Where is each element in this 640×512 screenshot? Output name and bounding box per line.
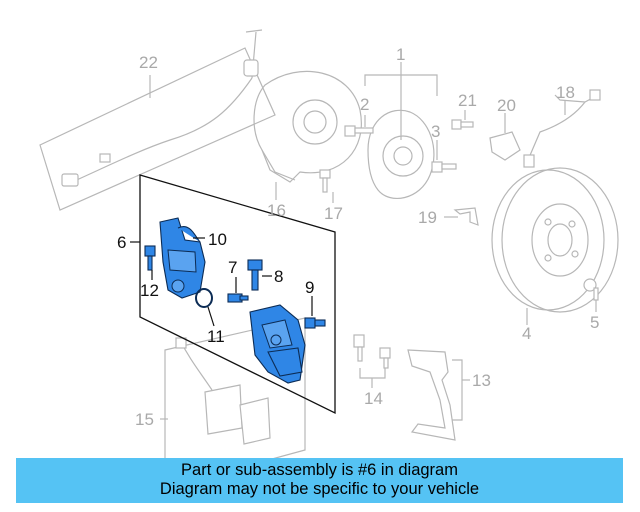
callout-13: 13 xyxy=(472,371,491,390)
banner-line-1: Part or sub-assembly is #6 in diagram xyxy=(181,461,458,479)
callout-12: 12 xyxy=(140,281,159,300)
callout-10: 10 xyxy=(208,230,227,249)
part-3-bolt xyxy=(431,140,457,173)
callout-11: 11 xyxy=(207,327,225,346)
callout-16: 16 xyxy=(267,201,286,220)
callout-17: 17 xyxy=(324,204,343,223)
part-9-bolt xyxy=(304,296,326,329)
part-19-clip xyxy=(444,207,479,226)
callout-19: 19 xyxy=(418,208,437,227)
callout-22: 22 xyxy=(139,53,158,72)
callout-14: 14 xyxy=(364,389,383,408)
callout-9: 9 xyxy=(305,278,314,297)
part-1-hub xyxy=(364,62,438,199)
part-7-bleeder xyxy=(227,277,249,303)
callout-1: 1 xyxy=(396,45,405,64)
part-12-bolt xyxy=(144,245,156,280)
callout-8: 8 xyxy=(274,267,283,286)
part-16-dust-shield xyxy=(253,70,362,200)
part-13-bracket xyxy=(407,349,470,441)
part-8-guide-pin xyxy=(247,259,272,291)
callout-3: 3 xyxy=(431,122,440,141)
callout-21: 21 xyxy=(458,91,477,110)
callout-7: 7 xyxy=(228,258,237,277)
callout-2: 2 xyxy=(360,95,369,114)
callout-15: 15 xyxy=(135,410,154,429)
part-22-sensor-panel xyxy=(39,29,276,211)
part-17-bolt xyxy=(319,169,334,203)
callout-6: 6 xyxy=(117,233,126,252)
part-20-sensor xyxy=(489,113,521,161)
callout-4: 4 xyxy=(522,324,531,343)
part-4-brake-disc xyxy=(491,167,619,325)
part-2-bolt xyxy=(344,115,374,137)
part-5-screw xyxy=(583,278,599,312)
part-14-bolts xyxy=(353,334,391,388)
caliper-body xyxy=(249,304,306,384)
part-18-brake-hose xyxy=(523,89,601,168)
part-11-o-ring xyxy=(195,288,215,327)
callout-5: 5 xyxy=(590,313,599,332)
part-6-caliper-assembly xyxy=(130,174,336,415)
part-10-actuator xyxy=(159,217,206,299)
part-21-bolt xyxy=(451,110,474,130)
info-banner: Part or sub-assembly is #6 in diagram Di… xyxy=(16,458,623,503)
banner-line-2: Diagram may not be specific to your vehi… xyxy=(159,480,480,498)
callout-18: 18 xyxy=(556,83,575,102)
callout-20: 20 xyxy=(497,96,516,115)
